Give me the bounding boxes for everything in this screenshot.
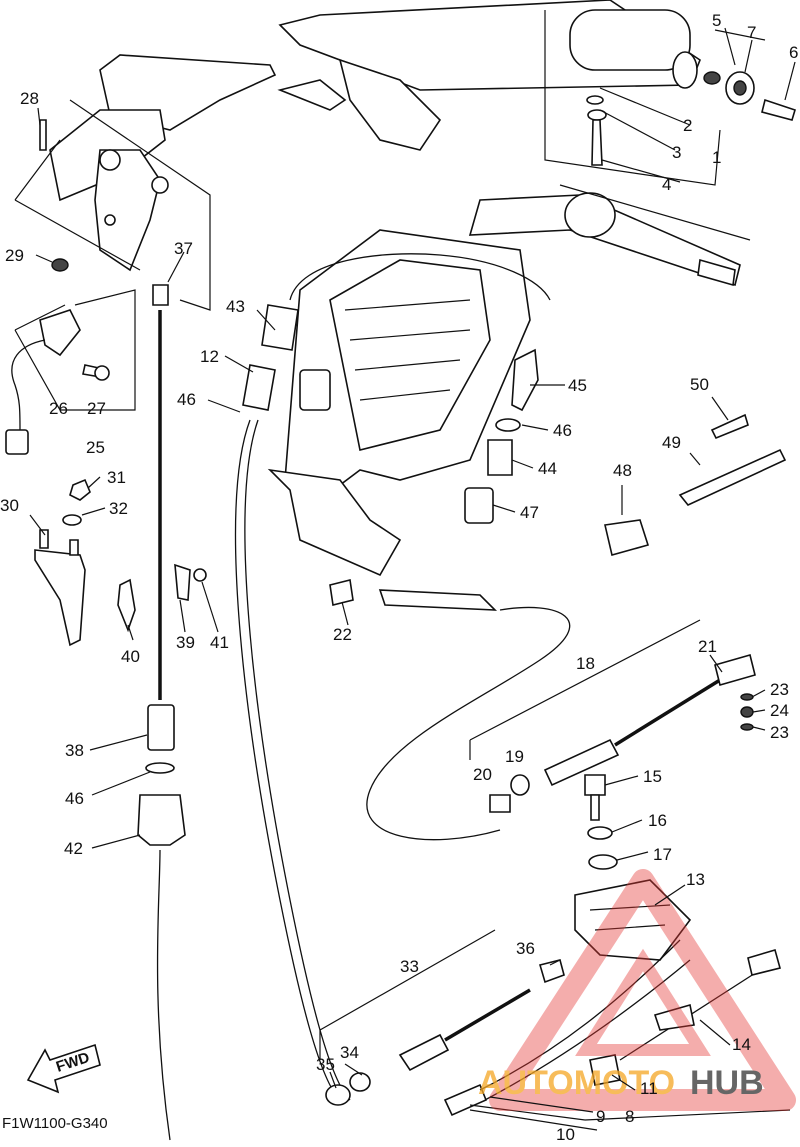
callout-44: 44 bbox=[538, 459, 557, 478]
callout-46-right: 46 bbox=[553, 421, 572, 440]
callout-24: 24 bbox=[770, 701, 789, 720]
callout-19: 19 bbox=[505, 747, 524, 766]
callout-35: 35 bbox=[316, 1055, 335, 1074]
callout-3: 3 bbox=[672, 143, 681, 162]
watermark-left: AUTOMOTO bbox=[478, 1064, 675, 1102]
callout-47: 47 bbox=[520, 503, 539, 522]
handlebar-grip-assembly bbox=[278, 0, 796, 186]
leader-lines bbox=[29, 27, 796, 1131]
callout-37: 37 bbox=[174, 239, 193, 258]
callout-12: 12 bbox=[200, 347, 219, 366]
callout-labels: 1 2 3 4 5 6 7 8 9 10 11 12 13 14 15 16 1… bbox=[0, 11, 798, 1144]
callout-6: 6 bbox=[789, 43, 798, 62]
callout-31: 31 bbox=[107, 468, 126, 487]
callout-22: 22 bbox=[333, 625, 352, 644]
callout-2: 2 bbox=[683, 116, 692, 135]
handlebar-right bbox=[468, 184, 751, 287]
callout-4: 4 bbox=[662, 175, 671, 194]
callout-9: 9 bbox=[596, 1107, 605, 1126]
callout-50: 50 bbox=[690, 375, 709, 394]
callout-45: 45 bbox=[568, 376, 587, 395]
callout-28: 28 bbox=[20, 89, 39, 108]
vertical-throttle-cable bbox=[117, 284, 207, 1141]
callout-13: 13 bbox=[686, 870, 705, 889]
callout-23-top: 23 bbox=[770, 680, 789, 699]
right-small-parts bbox=[464, 348, 787, 556]
watermark-logo: AUTOMOTO HUB bbox=[478, 869, 796, 1111]
callout-41: 41 bbox=[210, 633, 229, 652]
callout-38: 38 bbox=[65, 741, 84, 760]
callout-10: 10 bbox=[556, 1125, 575, 1144]
callout-40: 40 bbox=[121, 647, 140, 666]
callout-30: 30 bbox=[0, 496, 19, 515]
callout-15: 15 bbox=[643, 767, 662, 786]
callout-11: 11 bbox=[640, 1079, 658, 1098]
callout-27: 27 bbox=[87, 399, 106, 418]
callout-32: 32 bbox=[109, 499, 128, 518]
callout-18: 18 bbox=[576, 654, 595, 673]
steering-column bbox=[267, 58, 531, 577]
callout-48: 48 bbox=[613, 461, 632, 480]
throttle-lever-assembly bbox=[14, 54, 277, 311]
callout-17: 17 bbox=[653, 845, 672, 864]
callout-49: 49 bbox=[662, 433, 681, 452]
callout-29: 29 bbox=[5, 246, 24, 265]
callout-25: 25 bbox=[86, 438, 105, 457]
throttle-cable-left bbox=[234, 253, 551, 1101]
bracket-assembly bbox=[34, 478, 91, 647]
callout-20: 20 bbox=[473, 765, 492, 784]
callout-1: 1 bbox=[712, 148, 721, 167]
watermark-right: HUB bbox=[690, 1064, 764, 1102]
fwd-arrow: FWD bbox=[26, 1043, 101, 1094]
callout-23-bottom: 23 bbox=[770, 723, 789, 742]
callout-5: 5 bbox=[712, 11, 721, 30]
diagram-code: F1W1100-G340 bbox=[2, 1115, 108, 1132]
callout-8: 8 bbox=[625, 1107, 634, 1126]
callout-14: 14 bbox=[732, 1035, 751, 1054]
callout-21: 21 bbox=[698, 637, 717, 656]
callout-46-left: 46 bbox=[177, 390, 196, 409]
callout-46-lower: 46 bbox=[65, 789, 84, 808]
callout-33: 33 bbox=[400, 957, 419, 976]
callout-39: 39 bbox=[176, 633, 195, 652]
callout-43: 43 bbox=[226, 297, 245, 316]
callout-7: 7 bbox=[747, 23, 756, 42]
lower-cables bbox=[319, 929, 791, 1121]
shift-cable-upper bbox=[329, 579, 756, 841]
callout-36: 36 bbox=[516, 939, 535, 958]
callout-26: 26 bbox=[49, 399, 68, 418]
callout-34: 34 bbox=[340, 1043, 359, 1062]
throttle-sensor bbox=[5, 289, 136, 455]
callout-16: 16 bbox=[648, 811, 667, 830]
callout-42: 42 bbox=[64, 839, 83, 858]
